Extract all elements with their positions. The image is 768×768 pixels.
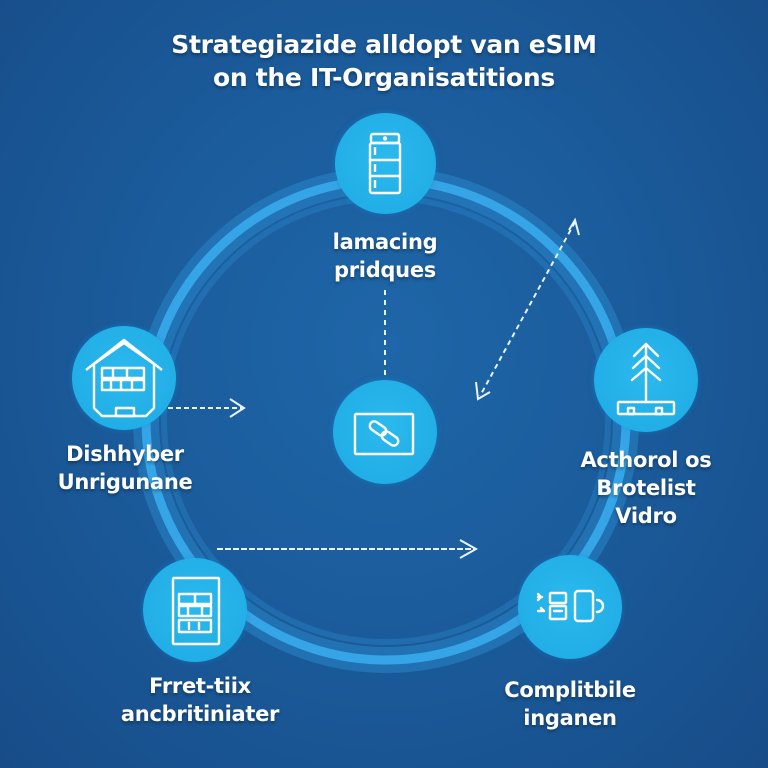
node-bottom-left xyxy=(143,558,247,662)
link-chain-icon xyxy=(353,412,415,456)
devices-signal-icon xyxy=(536,589,605,623)
label-top: lamacing pridques xyxy=(285,228,485,284)
label-right-line-3: Vidro xyxy=(615,504,677,528)
cabinet-grid-icon xyxy=(171,576,221,646)
node-right xyxy=(594,328,698,432)
label-right-line-1: Acthorol os xyxy=(580,448,712,472)
node-bottom-right xyxy=(518,555,622,659)
node-center xyxy=(333,380,437,484)
diagram-title: Strategiazide alldopt van eSIM on the IT… xyxy=(0,28,768,94)
label-bottom-right: Complitbile inganen xyxy=(470,676,670,732)
label-bottom-right-line-2: inganen xyxy=(523,706,617,730)
label-bottom-left: Frret-tiix ancbritiniater xyxy=(100,672,300,728)
label-top-line-1: lamacing xyxy=(332,230,438,254)
label-bottom-right-line-1: Complitbile xyxy=(504,678,636,702)
label-bottom-left-line-1: Frret-tiix xyxy=(149,674,251,698)
label-top-line-2: pridques xyxy=(334,258,436,282)
title-line-1: Strategiazide alldopt van eSIM xyxy=(171,30,597,59)
label-bottom-left-line-2: ancbritiniater xyxy=(120,702,280,726)
label-right-line-2: Brotelist xyxy=(596,476,696,500)
title-line-2: on the IT-Organisatitions xyxy=(213,63,555,92)
node-left xyxy=(72,326,176,430)
connector-right-center xyxy=(475,217,580,401)
connector-bottom xyxy=(217,539,479,559)
label-left-line-1: Dishhyber xyxy=(66,442,184,466)
server-rack-icon xyxy=(368,132,402,195)
label-left-line-2: Unrigunane xyxy=(57,470,193,494)
connector-left-center xyxy=(168,398,246,418)
label-right: Acthorol os Brotelist Vidro xyxy=(548,446,744,530)
antenna-tower-icon xyxy=(616,342,676,416)
node-top xyxy=(335,113,436,214)
building-icon xyxy=(85,338,163,418)
label-left: Dishhyber Unrigunane xyxy=(20,440,230,496)
